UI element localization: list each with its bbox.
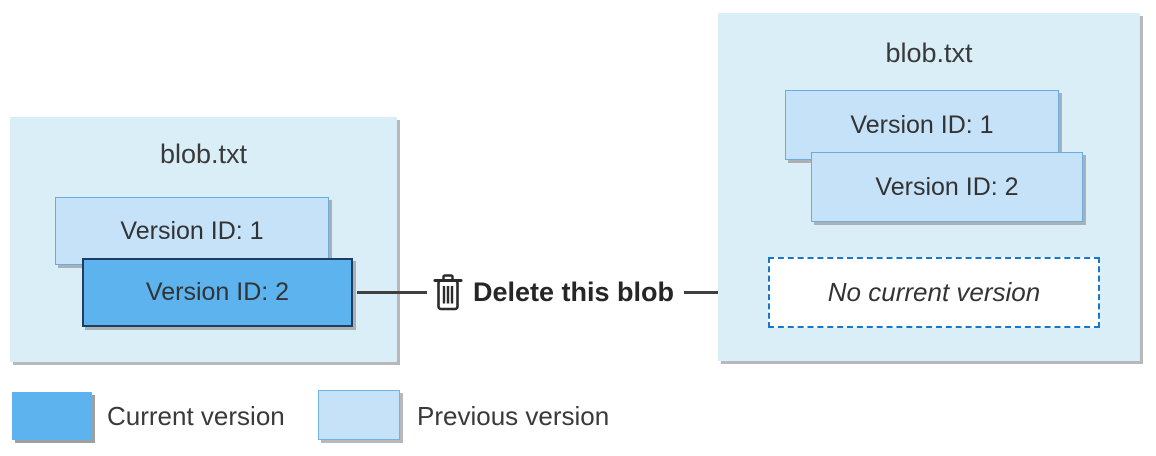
- version-box-current: Version ID: 2: [82, 258, 353, 327]
- right-blob-panel: blob.txt Version ID: 1 Version ID: 2 No …: [718, 13, 1140, 361]
- version-box-previous: Version ID: 2: [811, 152, 1083, 222]
- version-box-previous: Version ID: 1: [55, 197, 329, 265]
- delete-action-row: Delete this blob: [357, 271, 768, 313]
- version-label: Version ID: 2: [145, 278, 290, 306]
- legend-swatch-current: [12, 392, 92, 440]
- legend-label-current: Current version: [107, 401, 285, 431]
- version-box-previous: Version ID: 1: [785, 90, 1059, 160]
- version-label: Version ID: 1: [120, 216, 264, 245]
- legend-swatch-previous: [318, 390, 400, 440]
- right-panel-title: blob.txt: [885, 38, 973, 68]
- connector-line: [684, 290, 751, 294]
- left-blob-panel: blob.txt Version ID: 1 Version ID: 2: [10, 117, 397, 362]
- connector-line: [357, 290, 427, 294]
- delete-action-label: Delete this blob: [473, 276, 675, 307]
- left-panel-title: blob.txt: [159, 139, 248, 169]
- no-current-version-box: No current version: [768, 257, 1100, 328]
- legend-label-previous: Previous version: [417, 401, 610, 431]
- version-label: Version ID: 2: [875, 172, 1019, 201]
- version-label: Version ID: 1: [850, 110, 994, 139]
- no-current-version-label: No current version: [827, 277, 1041, 307]
- trash-icon: [433, 273, 463, 311]
